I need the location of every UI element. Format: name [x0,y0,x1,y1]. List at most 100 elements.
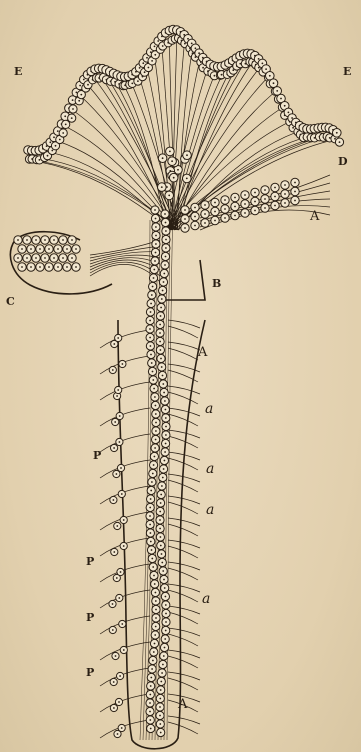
cell-nucleus [39,266,41,268]
cell-nucleus [120,467,122,469]
label-a-lower-1: a [205,402,213,416]
cell-nucleus [269,75,271,77]
cell-nucleus [160,689,162,691]
cell-nucleus [149,507,151,509]
cell-nucleus [336,132,338,134]
cell-nucleus [164,264,166,266]
nerve-fiber [168,562,200,570]
cell-nucleus [113,499,115,501]
cell-nucleus [284,202,286,204]
cell-nucleus [39,159,41,161]
cell-nucleus [47,155,49,157]
nerve-fiber [168,342,200,350]
cell-nucleus [284,105,286,107]
cell-nucleus [165,621,167,623]
cell-nucleus [159,324,161,326]
cell-nucleus [163,281,165,283]
cell-nucleus [153,464,155,466]
cell-nucleus [150,498,152,500]
cell-nucleus [17,257,19,259]
nerve-fiber [168,678,198,690]
cell-nucleus [165,247,167,249]
nerve-fiber [168,502,198,514]
cell-nucleus [152,286,154,288]
cell-nucleus [75,266,77,268]
cell-nucleus [191,43,193,45]
cell-nucleus [116,473,118,475]
cell-nucleus [150,685,152,687]
cell-nucleus [171,160,173,162]
cell-nucleus [151,60,153,62]
cell-nucleus [26,257,28,259]
nerve-fiber [168,496,200,504]
cell-nucleus [264,198,266,200]
cell-nucleus [112,629,114,631]
cell-nucleus [184,218,186,220]
cell-nucleus [288,112,290,114]
cell-nucleus [113,447,115,449]
cell-nucleus [264,189,266,191]
cell-nucleus [150,728,152,730]
cell-nucleus [122,363,124,365]
cell-nucleus [159,715,161,717]
cell-nucleus [284,193,286,195]
cell-nucleus [55,145,57,147]
cell-nucleus [75,248,77,250]
cell-nucleus [294,191,296,193]
cell-nucleus [117,337,119,339]
cell-nucleus [155,439,157,441]
cell-nucleus [184,227,186,229]
label-p-4: P [86,667,94,678]
cell-nucleus [284,184,286,186]
label-p-1: P [93,450,101,461]
cell-nucleus [159,706,161,708]
cell-nucleus [274,205,276,207]
cell-nucleus [155,235,157,237]
cell-nucleus [160,358,162,360]
cell-nucleus [149,711,151,713]
nerve-fiber [168,606,200,614]
cell-nucleus [164,460,166,462]
cell-nucleus [149,320,151,322]
cell-nucleus [155,626,157,628]
nerve-fiber [100,382,150,400]
cell-nucleus [159,528,161,530]
cell-nucleus [154,396,156,398]
cell-nucleus [221,74,223,76]
cell-nucleus [118,597,120,599]
cell-nucleus [265,68,267,70]
cell-nucleus [339,141,341,143]
cell-nucleus [83,79,85,81]
cell-nucleus [150,311,152,313]
cell-nucleus [254,201,256,203]
cell-nucleus [164,638,166,640]
cell-nucleus [155,600,157,602]
cell-nucleus [160,502,162,504]
cell-nucleus [163,273,165,275]
cell-nucleus [254,210,256,212]
cell-nucleus [121,493,123,495]
cell-nucleus [165,630,167,632]
cell-nucleus [123,649,125,651]
cell-nucleus [65,124,67,126]
cell-nucleus [113,343,115,345]
cell-nucleus [164,451,166,453]
cell-nucleus [116,525,118,527]
label-p-2: P [86,556,94,567]
cell-nucleus [165,426,167,428]
cell-nucleus [123,545,125,547]
cell-nucleus [234,206,236,208]
cell-nucleus [66,248,68,250]
cell-nucleus [148,67,150,69]
cell-nucleus [155,252,157,254]
cell-nucleus [152,660,154,662]
cell-nucleus [161,553,163,555]
cell-nucleus [276,90,278,92]
nerve-fiber [100,694,150,712]
cell-nucleus [62,257,64,259]
cell-nucleus [292,127,294,129]
cell-nucleus [151,549,153,551]
cell-nucleus [274,187,276,189]
label-e-right: E [343,66,351,77]
cell-nucleus [151,558,153,560]
